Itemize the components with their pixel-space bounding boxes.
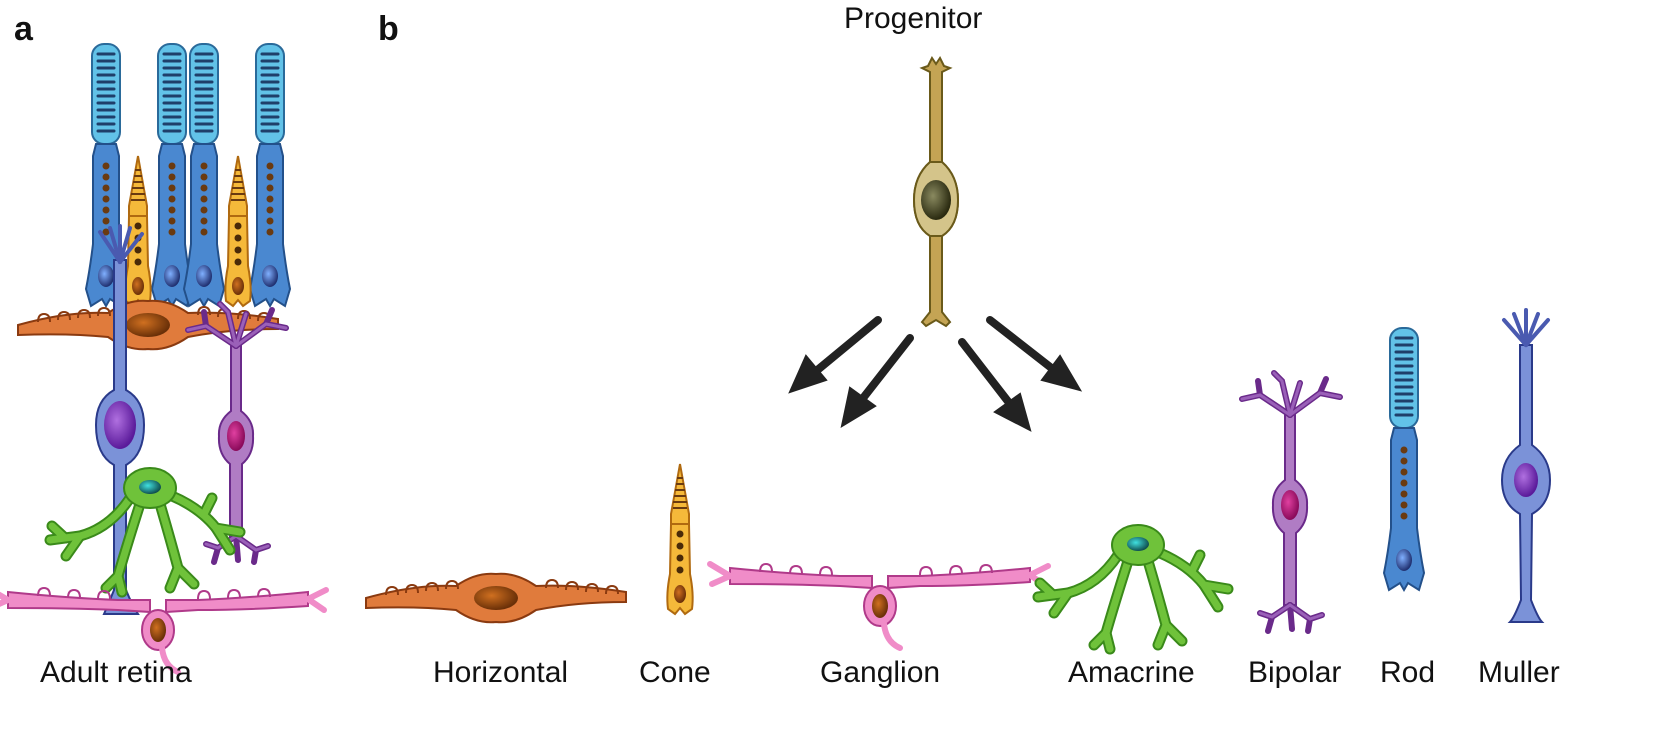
panel-b: b Progenitor [365,2,1560,689]
amacrine-cell-icon [50,468,240,592]
panel-a-label: Adult retina [40,656,192,689]
label-rod: Rod [1380,656,1435,689]
label-horizontal: Horizontal [433,656,568,689]
arrow-icon [788,316,882,394]
arrow-icon [840,334,914,429]
rod-cell-icon [150,42,194,308]
panel-a: a Adult retina [0,10,326,689]
panel-b-letter: b [378,10,399,48]
horizontal-cell-icon [365,572,627,624]
bipolar-cell-icon [188,304,286,562]
label-ganglion: Ganglion [820,656,940,689]
arrows [788,316,1083,432]
rod-cell-icon [1382,326,1426,592]
label-amacrine: Amacrine [1068,656,1195,689]
ganglion-cell-icon [710,564,1048,648]
panel-a-letter: a [14,10,34,48]
cone-cell-icon [224,155,252,307]
arrow-icon [958,338,1032,432]
rod-cell-icon [248,42,292,308]
label-muller: Muller [1478,656,1560,689]
progenitor-cell-icon [912,56,960,328]
muller-cell-icon [94,224,146,615]
rod-cell-icon [182,42,226,308]
cone-cell-icon [666,463,694,615]
cell-type-labels: Horizontal Cone Ganglion Amacrine Bipola… [433,656,1560,689]
arrow-icon [986,316,1083,392]
bipolar-cell-icon [1242,373,1340,631]
progenitor-label: Progenitor [844,2,982,35]
muller-cell-icon [1500,308,1552,624]
label-bipolar: Bipolar [1248,656,1341,689]
amacrine-cell-icon [1038,525,1228,649]
label-cone: Cone [639,656,711,689]
